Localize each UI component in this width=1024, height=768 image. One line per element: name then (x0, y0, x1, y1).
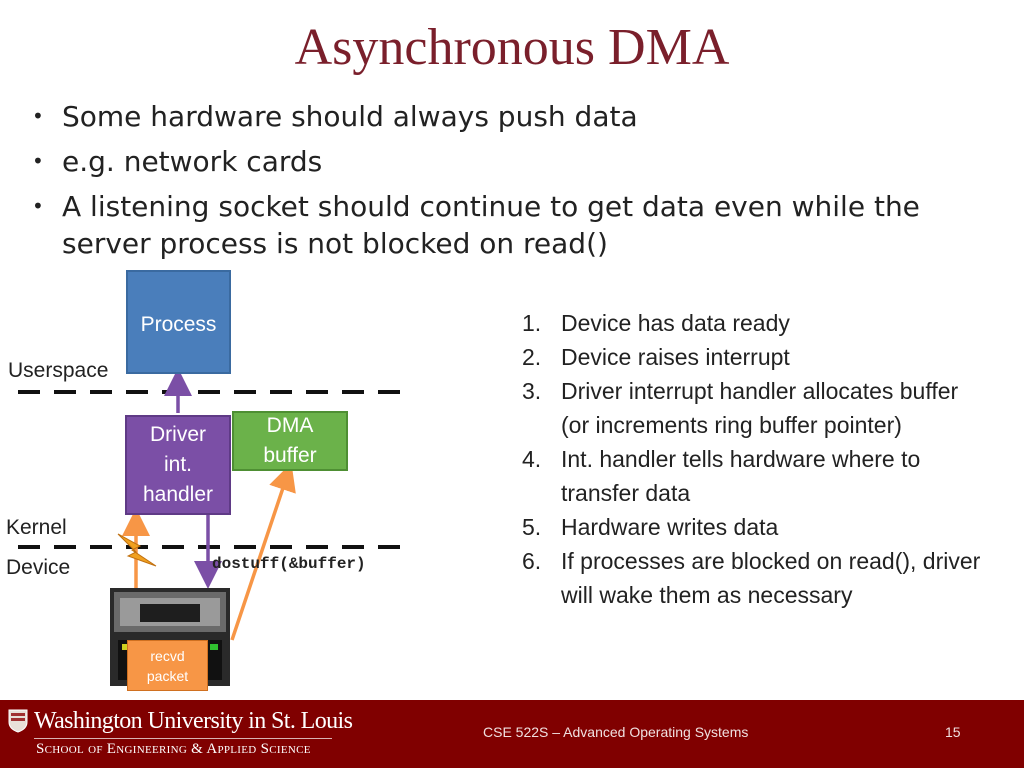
driver-handler-box: Driver int. handler (125, 415, 231, 515)
dma-write-arrow (230, 462, 296, 641)
step-text: Device raises interrupt (561, 344, 790, 370)
page-number: 15 (945, 724, 961, 740)
step-number: 3. (522, 378, 542, 404)
bullet-text: A listening socket should continue to ge… (62, 190, 920, 260)
driver-label-line1: Driver (150, 423, 206, 446)
step-text: Device has data ready (561, 310, 790, 336)
step-item: 5. Hardware writes data (518, 510, 988, 544)
packet-label-line1: recvd (150, 647, 185, 664)
bullet-item: • e.g. network cards (32, 143, 992, 180)
step-number: 6. (522, 548, 542, 574)
lightning-icon (117, 533, 157, 567)
packet-label-line2: packet (146, 667, 189, 684)
driver-label-line3: handler (142, 483, 214, 506)
step-text: Hardware writes data (561, 514, 779, 540)
step-text: Int. handler tells hardware where to tra… (561, 446, 921, 506)
university-name: Washington University in St. Louis (34, 708, 353, 734)
process-box: Process (126, 270, 231, 374)
recvd-packet-box: recvd packet (127, 640, 208, 691)
step-item: 3. Driver interrupt handler allocates buf… (518, 374, 988, 442)
step-number: 1. (522, 310, 542, 336)
step-item: 6. If processes are blocked on read(), dr… (518, 544, 988, 612)
steps-list: 1. Device has data ready 2. Device raises … (518, 306, 988, 612)
bullet-marker: • (32, 104, 44, 128)
bullet-item: • Some hardware should always push data (32, 98, 992, 135)
university-shield-icon (8, 709, 28, 733)
step-item: 2. Device raises interrupt (518, 340, 988, 374)
dma-label-line2: buffer (263, 444, 317, 467)
process-label: Process (140, 313, 217, 336)
step-item: 4. Int. handler tells hardware where to t… (518, 442, 988, 510)
step-text: If processes are blocked on read(), driv… (561, 548, 981, 608)
footer-divider (34, 738, 332, 739)
step-number: 2. (522, 344, 542, 370)
dostuff-call-label: dostuff(&buffer) (212, 555, 366, 573)
userspace-label: Userspace (8, 359, 109, 382)
step-number: 5. (522, 514, 542, 540)
bullet-item: • A listening socket should continue to g… (32, 188, 992, 262)
kernel-label: Kernel (6, 516, 67, 539)
bullet-text: e.g. network cards (62, 145, 323, 178)
bullet-marker: • (32, 194, 44, 218)
driver-label-line2: int. (163, 453, 192, 476)
course-name: CSE 522S – Advanced Operating Systems (483, 724, 749, 740)
school-name: School of Engineering & Applied Science (36, 741, 311, 757)
bullet-text: Some hardware should always push data (62, 100, 638, 133)
footer-bar: Washington University in St. Louis Schoo… (0, 700, 1024, 768)
bullet-marker: • (32, 149, 44, 173)
step-item: 1. Device has data ready (518, 306, 988, 340)
dma-label-line1: DMA (266, 414, 314, 437)
step-text: Driver interrupt handler allocates buffe… (561, 378, 959, 438)
slide-title: Asynchronous DMA (294, 19, 730, 76)
device-label: Device (6, 556, 71, 579)
dma-buffer-box: DMA buffer (232, 411, 348, 471)
step-number: 4. (522, 446, 542, 472)
bullet-list: • Some hardware should always push data •… (32, 98, 992, 270)
